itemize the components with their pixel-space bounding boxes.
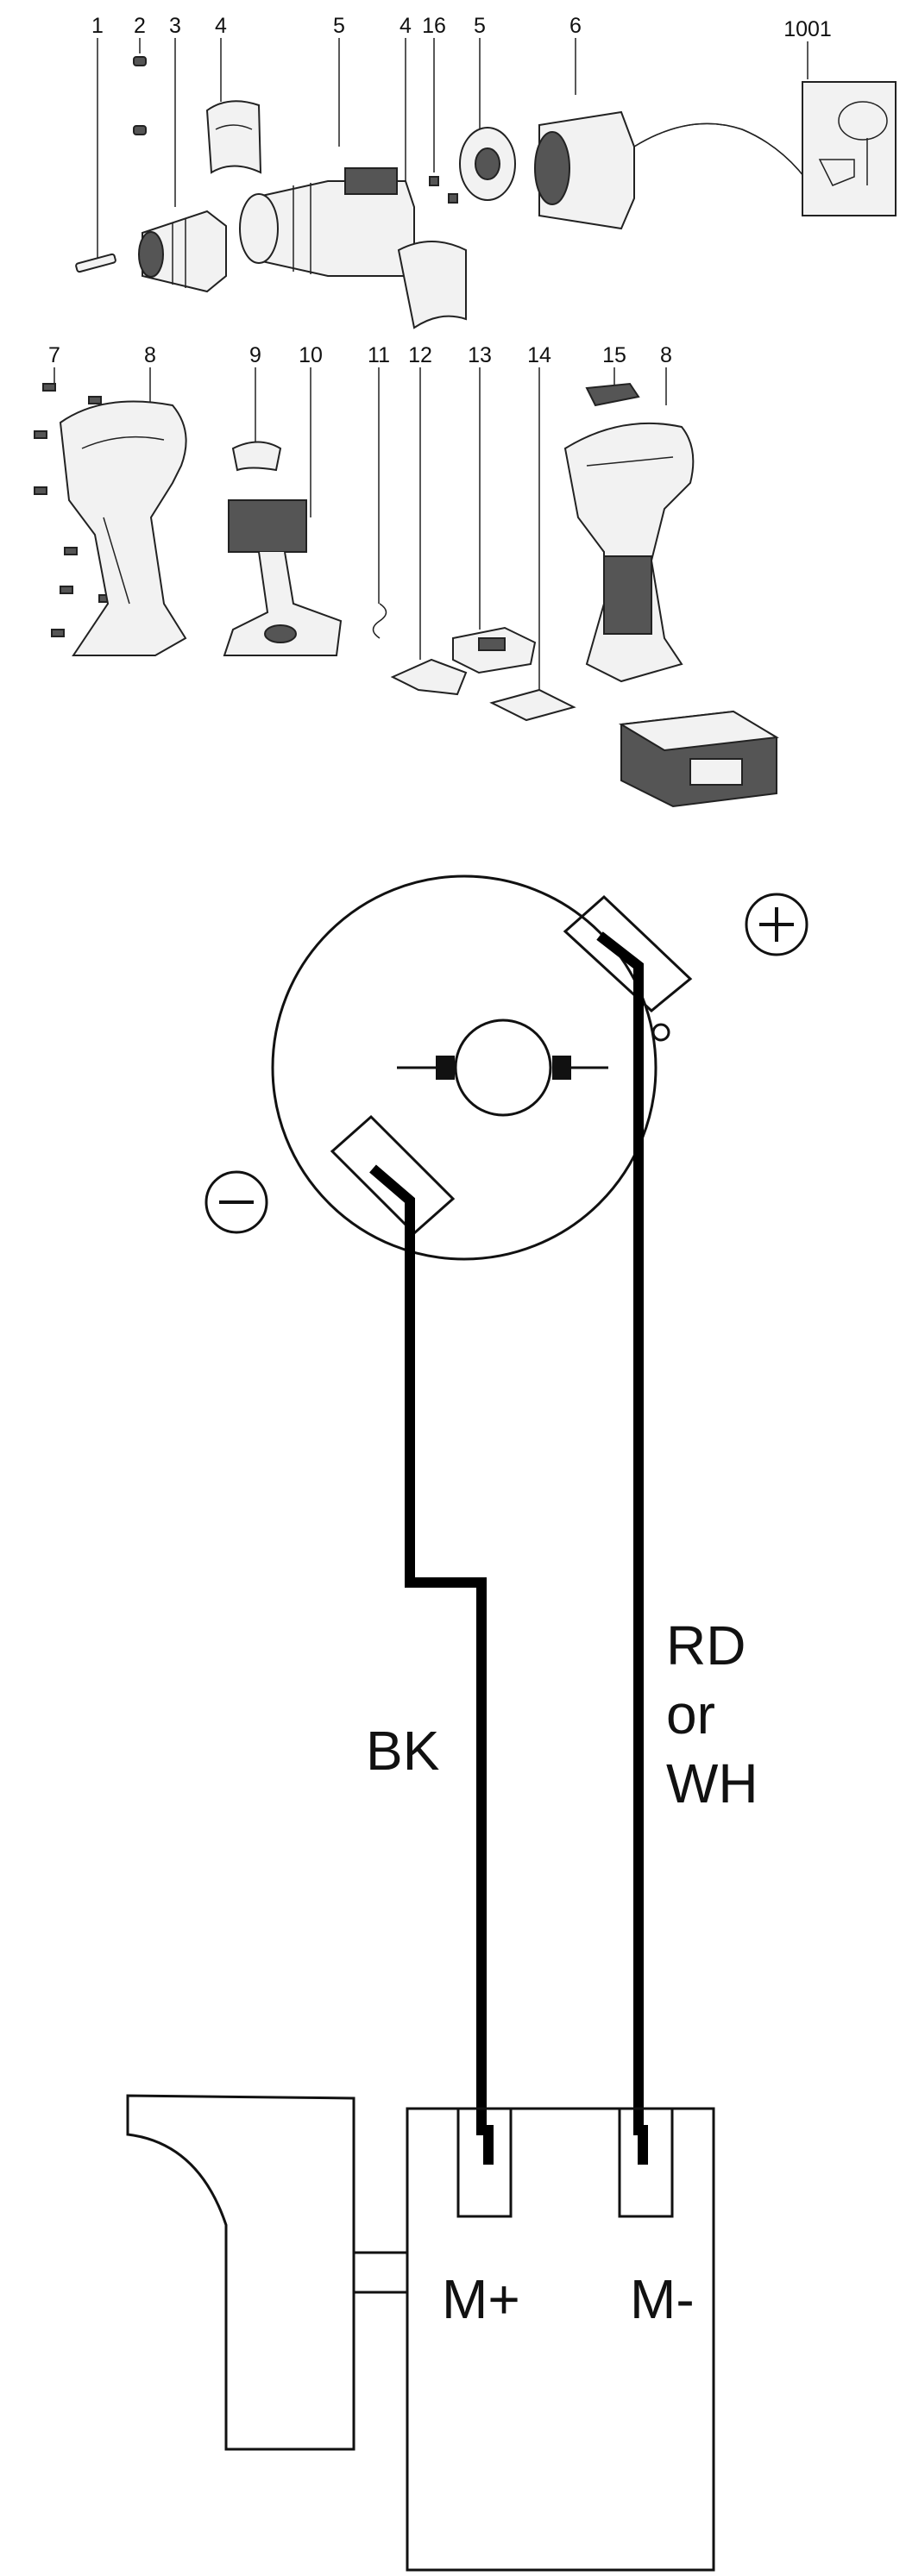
- inset-detail-1001: [802, 81, 897, 216]
- motor-armature-symbol: [397, 1018, 608, 1117]
- part-label: 4: [400, 14, 412, 38]
- led-cover-part: [585, 382, 640, 407]
- small-screw-part: [133, 56, 147, 135]
- switch-connector: [354, 2251, 407, 2294]
- ring-gear-part: [459, 127, 516, 201]
- wire-rd-or-wh: [596, 931, 648, 2165]
- battery-pack-part: [618, 710, 780, 808]
- switch-electronics-part: [223, 499, 343, 656]
- screw-part: [75, 253, 116, 273]
- part-label: 7: [48, 343, 60, 367]
- housing-half-right-part: [563, 422, 695, 683]
- part-label: 12: [408, 343, 432, 367]
- part-label: 15: [602, 343, 626, 367]
- part-label: 10: [299, 343, 323, 367]
- part-label: 13: [468, 343, 492, 367]
- part-label: 2: [134, 14, 146, 38]
- wire-bk: [369, 1164, 494, 2165]
- pin-part: [429, 176, 458, 204]
- pad-part: [489, 688, 576, 722]
- part-label: 8: [144, 343, 156, 367]
- minus-polarity-symbol: [204, 1170, 268, 1234]
- leader-lines-row-1: [97, 38, 808, 259]
- part-label: 5: [333, 14, 345, 38]
- part-label: 11: [368, 343, 390, 367]
- wire-label-bk: BK: [366, 1720, 439, 1782]
- trigger-switch: [126, 2094, 355, 2451]
- small-hole-symbol: [651, 1023, 670, 1042]
- minus-brush-terminal: [330, 1114, 456, 1236]
- drill-chuck-part: [138, 210, 227, 293]
- terminal-slot-m-minus: [618, 2107, 674, 2218]
- terminal-slot-m-plus: [456, 2107, 513, 2218]
- housing-screws-part: [34, 383, 112, 637]
- wiring-diagram: BK RD or WH M+ M-: [126, 874, 808, 2572]
- part-label: 14: [527, 343, 551, 367]
- wire-label-wh: WH: [666, 1752, 758, 1814]
- motor-part: [534, 110, 825, 230]
- part-label: 1001: [783, 17, 832, 41]
- part-label: 16: [422, 14, 446, 38]
- part-label: 9: [249, 343, 261, 367]
- housing-half-left-part: [59, 400, 187, 656]
- clamp-part: [390, 658, 468, 696]
- part-label: 4: [215, 14, 227, 38]
- wire-label-or: or: [666, 1683, 715, 1746]
- gearbox-part: [239, 167, 415, 277]
- terminal-label-m-minus: M-: [630, 2268, 695, 2330]
- cover-shell-part: [205, 100, 262, 174]
- part-label: 8: [660, 343, 672, 367]
- part-label: 1: [91, 14, 104, 38]
- plate-part: [452, 626, 537, 674]
- terminal-label-m-plus: M+: [442, 2268, 520, 2330]
- part-label: 3: [169, 14, 181, 38]
- part-label: 6: [569, 14, 582, 38]
- plus-polarity-symbol: [745, 893, 808, 956]
- switch-button-part: [231, 441, 282, 472]
- wire-label-rd: RD: [666, 1614, 746, 1677]
- part-label: 5: [474, 14, 486, 38]
- switch-box: M+ M-: [406, 2107, 715, 2572]
- leader-lines-row-2: [53, 367, 667, 690]
- cover-shell-part: [397, 241, 467, 329]
- exploded-view: 1 2 3 4 5 4 16 5 6 1001 7 8 9 10 11 12 1…: [34, 14, 897, 808]
- spring-part: [372, 603, 387, 639]
- plus-brush-terminal: [563, 894, 693, 1012]
- motor-end-cap-circle: [271, 874, 657, 1261]
